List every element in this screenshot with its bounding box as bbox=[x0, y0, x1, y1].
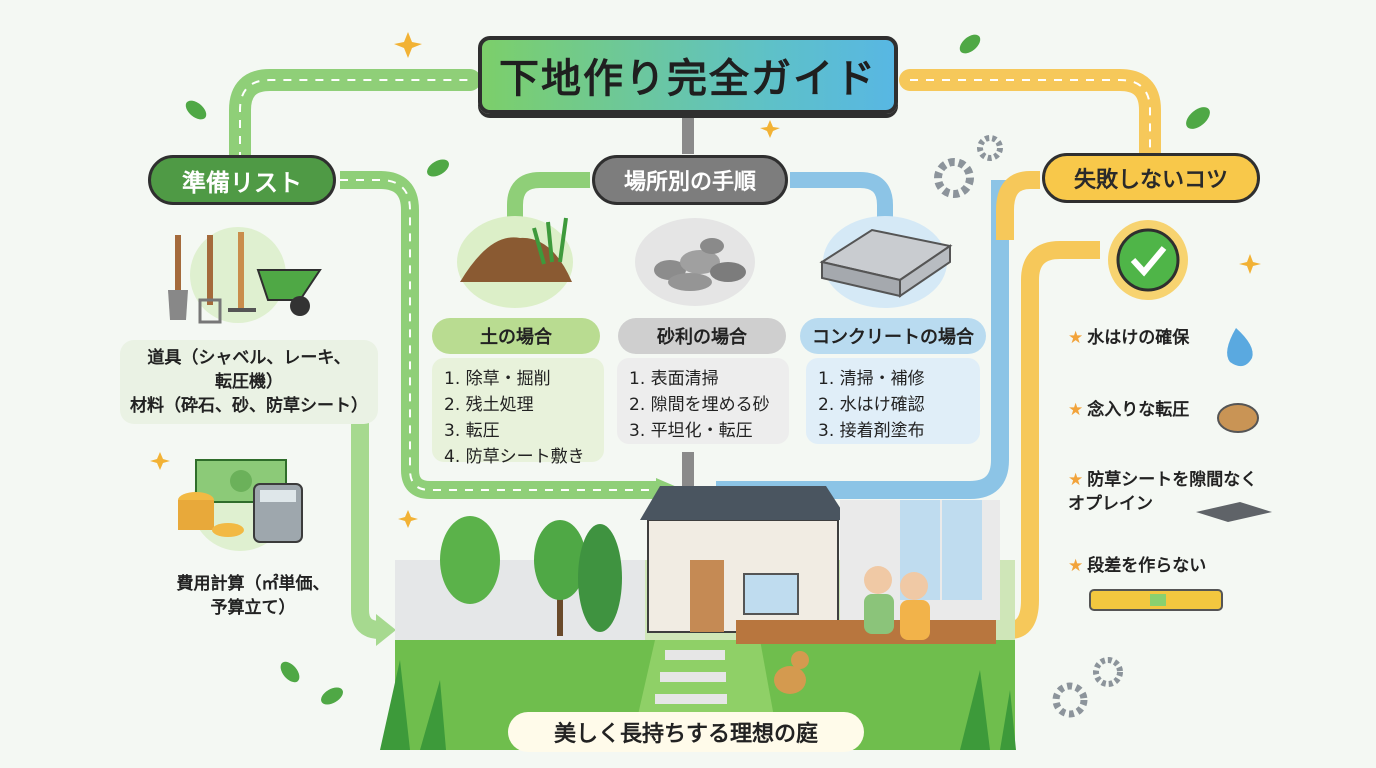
list-item: 1. 除草・掘削 bbox=[444, 369, 551, 389]
tip-no-steps: ★段差を作らない bbox=[1068, 554, 1268, 578]
list-item: 2. 残土処理 bbox=[444, 395, 534, 415]
tools-line-2: 転圧機） bbox=[215, 372, 283, 392]
gravel-case-heading: 砂利の場合 bbox=[618, 318, 786, 354]
star-icon: ★ bbox=[1068, 400, 1084, 420]
tip-text: 段差を作らない bbox=[1087, 556, 1207, 576]
tip-text: 念入りな転圧 bbox=[1087, 400, 1190, 420]
tip-text: 水はけの確保 bbox=[1087, 328, 1190, 348]
list-item: 3. 接着剤塗布 bbox=[818, 421, 925, 441]
places-heading: 場所別の手順 bbox=[592, 155, 788, 205]
star-icon: ★ bbox=[1068, 556, 1084, 576]
list-item: 4. 防草シート敷き bbox=[444, 447, 585, 467]
cost-text: 費用計算（㎡単価、 予算立て） bbox=[155, 572, 351, 620]
list-item: 2. 水はけ確認 bbox=[818, 395, 925, 415]
list-item: 2. 隙間を埋める砂 bbox=[629, 395, 770, 415]
page-title: 下地作り完全ガイド bbox=[478, 36, 898, 114]
compactor-roller-icon bbox=[1217, 403, 1259, 433]
tip-text: 防草シートを隙間なく bbox=[1087, 470, 1258, 490]
check-circle-icon bbox=[1116, 228, 1180, 292]
tips-heading: 失敗しないコツ bbox=[1042, 153, 1260, 203]
cost-line-2: 予算立て） bbox=[210, 598, 296, 618]
tools-materials-text: 道具（シャベル、レーキ、 転圧機） 材料（砕石、砂、防草シート） bbox=[120, 340, 378, 424]
tip-drainage: ★水はけの確保 bbox=[1068, 326, 1248, 350]
green-connector-down bbox=[351, 420, 381, 639]
dog-icon bbox=[774, 666, 806, 694]
tip-text-continued: オプレイン bbox=[1068, 494, 1153, 514]
list-item: 3. 平坦化・転圧 bbox=[629, 421, 753, 441]
concrete-case-heading: コンクリートの場合 bbox=[800, 318, 986, 354]
person-icon bbox=[864, 566, 892, 594]
soil-case-heading: 土の場合 bbox=[432, 318, 600, 354]
gravel-steps-list: 1. 表面清掃 2. 隙間を埋める砂 3. 平坦化・転圧 bbox=[617, 358, 789, 444]
person-icon-2 bbox=[900, 572, 928, 600]
yellow-connector-top bbox=[899, 69, 1161, 171]
blue-connector-main bbox=[716, 180, 1009, 499]
yellow-connector-main bbox=[1009, 241, 1100, 639]
cost-line-1: 費用計算（㎡単価、 bbox=[176, 574, 330, 594]
star-icon: ★ bbox=[1068, 328, 1084, 348]
garden-caption: 美しく長持ちする理想の庭 bbox=[508, 712, 864, 752]
wheelbarrow-icon bbox=[256, 269, 322, 301]
gear-icon bbox=[934, 158, 974, 198]
concrete-steps-list: 1. 清掃・補修 2. 水はけ確認 3. 接着剤塗布 bbox=[806, 358, 980, 444]
tools-line-1: 道具（シャベル、レーキ、 bbox=[147, 348, 351, 368]
water-drop-icon bbox=[1227, 328, 1253, 367]
list-item: 1. 表面清掃 bbox=[629, 369, 719, 389]
list-item: 1. 清掃・補修 bbox=[818, 369, 925, 389]
gray-connector-top bbox=[682, 112, 694, 154]
preparation-heading: 準備リスト bbox=[148, 155, 336, 205]
materials-line: 材料（砕石、砂、防草シート） bbox=[130, 396, 368, 416]
soil-steps-list: 1. 除草・掘削 2. 残土処理 3. 転圧 4. 防草シート敷き bbox=[432, 358, 604, 467]
tip-compaction: ★念入りな転圧 bbox=[1068, 398, 1238, 422]
soil-mound bbox=[460, 237, 572, 282]
weed-sheet-icon bbox=[1196, 502, 1272, 522]
tip-weed-sheet: ★防草シートを隙間なく オプレイン bbox=[1068, 468, 1298, 516]
star-icon: ★ bbox=[1068, 470, 1084, 490]
green-connector-top bbox=[229, 69, 481, 171]
list-item: 3. 転圧 bbox=[444, 421, 500, 441]
